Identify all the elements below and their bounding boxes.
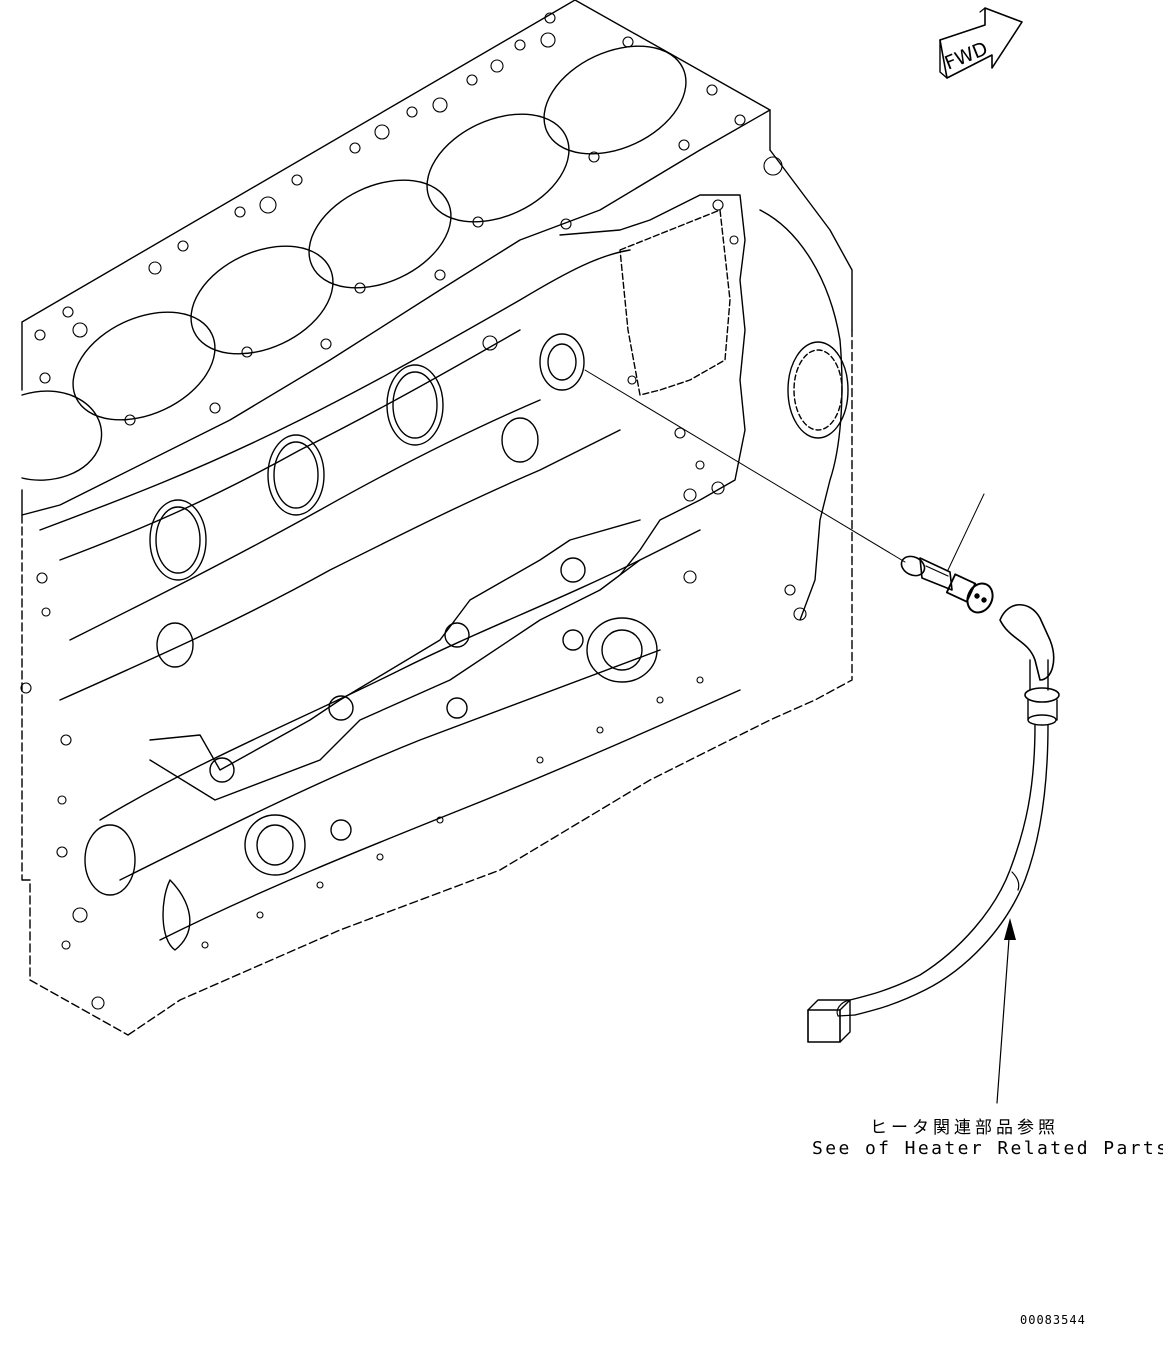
sensor-pointer-line [947,493,985,571]
head-bolt-holes [34,12,746,426]
sensor-leader-line [584,369,906,563]
callout-leader [996,918,1016,1104]
side-openings [149,333,585,668]
base-bolt-holes [20,156,807,1010]
cylinder-block-top-deck [21,0,853,516]
drawing-number: 00083544 [1020,1313,1086,1327]
temperature-sensor [900,555,994,614]
cylinder-bores [21,45,687,481]
wire-harness [807,604,1060,1043]
callout-english-text: See of Heater Related Parts [812,1138,1163,1159]
fwd-label: FWD [942,38,991,75]
block-side-wall [21,249,853,1036]
gear-housing [559,194,849,621]
oil-gallery [84,519,658,951]
callout-japanese-text: ヒータ関連部品参照 [870,1118,1059,1138]
fwd-arrow-icon: FWD [939,7,1023,79]
